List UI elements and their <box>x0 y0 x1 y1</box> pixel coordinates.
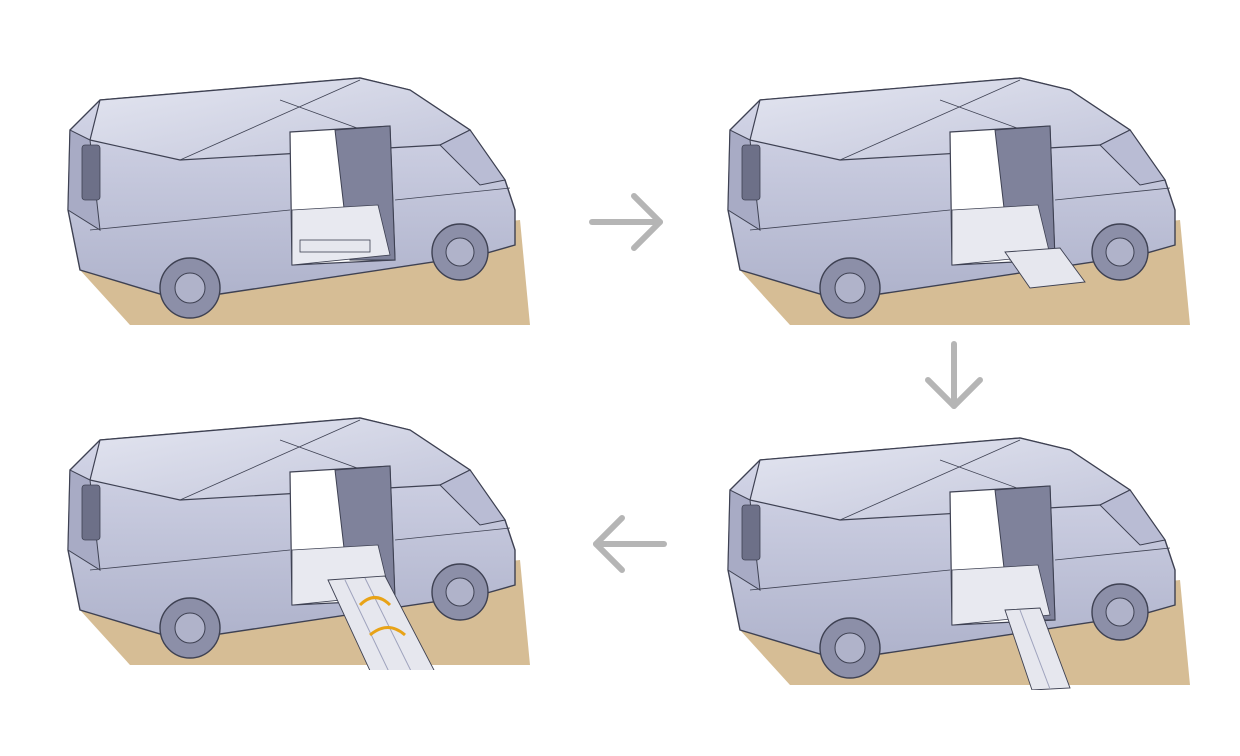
van-illustration <box>67 77 530 326</box>
unfold-arrow-icon <box>358 596 392 607</box>
ramp-stowed <box>299 239 371 253</box>
step-1-ramp-stowed <box>60 60 530 330</box>
unfold-arrow-icon <box>369 626 406 637</box>
van-illustration <box>67 417 530 670</box>
ramp-partial <box>1004 247 1086 289</box>
arrow-right-icon <box>588 190 668 254</box>
step-4-ramp-unfolded <box>60 400 530 670</box>
van-illustration <box>727 437 1190 690</box>
step-2-ramp-sliding-out <box>720 60 1190 330</box>
ramp-extended <box>1004 607 1071 690</box>
arrow-down-icon <box>918 340 990 414</box>
step-3-ramp-extended <box>720 420 1190 690</box>
arrow-left-icon <box>588 512 668 576</box>
van-illustration <box>727 77 1190 326</box>
